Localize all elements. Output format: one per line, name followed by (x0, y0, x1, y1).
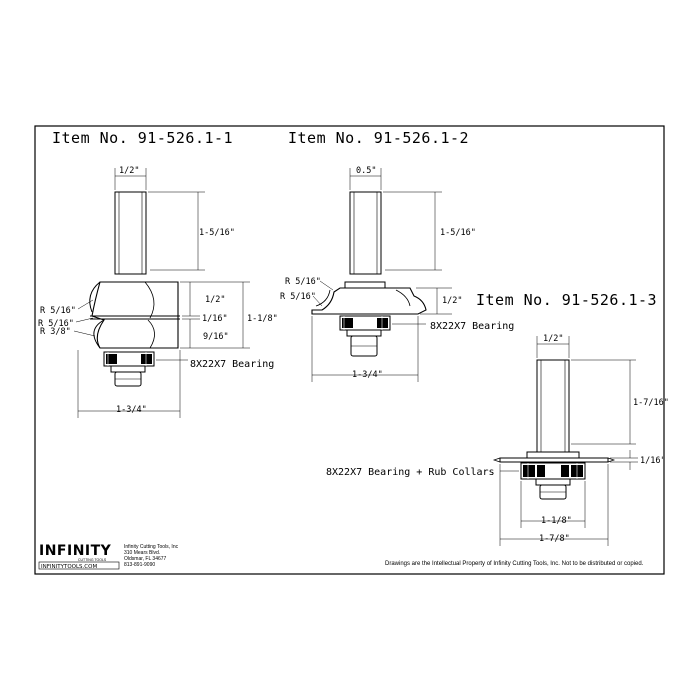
item-3-bearing-label: 8X22X7 Bearing + Rub Collars (326, 467, 495, 478)
item-2-title: Item No. 91-526.1-2 (288, 129, 469, 147)
item-3-shank-len: 1-7/16" (633, 398, 669, 408)
item-2-bearing-label: 8X22X7 Bearing (430, 321, 514, 332)
item-3-blade (499, 457, 609, 463)
logo-web: INFINITYTOOLS.COM (41, 564, 97, 570)
item-1-title: Item No. 91-526.1-1 (52, 129, 233, 147)
item-2-radius-top: R 5/16" (285, 277, 321, 287)
item-1-radius-mid: R 5/16" (38, 319, 74, 329)
item-1-shank-len: 1-5/16" (199, 228, 235, 238)
item-3-title: Item No. 91-526.1-3 (476, 291, 657, 309)
item-2-height: 1/2" (442, 296, 462, 306)
item-2-cutter-body (311, 287, 427, 315)
sheet-border (34, 125, 665, 575)
item-2-shank (349, 191, 382, 275)
logo-address-1: Infinity Cutting Tools, Inc (124, 544, 179, 550)
logo-address-3: Oldsmar, FL 34677 (124, 556, 167, 562)
item-3-shank-dia: 1/2" (543, 334, 563, 344)
item-2-shank-len: 1-5/16" (440, 228, 476, 238)
item-3-blade-thick: 1/16" (640, 456, 666, 466)
item-2-shank-dia: 0.5" (356, 166, 376, 176)
item-3-shank (536, 359, 570, 453)
item-3-outer-width: 1-7/8" (539, 534, 570, 544)
item-1-lower-h: 9/16" (203, 332, 229, 342)
item-1-shank (114, 191, 147, 275)
logo-address-2: 310 Mears Blvd. (124, 550, 160, 556)
item-1-radius-bot: R 3/8" (40, 327, 71, 337)
logo-brand: INFINITY (39, 543, 112, 559)
item-1-width: 1-3/4" (116, 405, 147, 415)
item-1-cutter-body (91, 281, 179, 349)
item-3-drawing: Item No. 91-526.1-3 1/2" 1-7/16" (326, 291, 669, 546)
logo-address-4: 813-891-9090 (124, 562, 155, 568)
item-3-inner-width: 1-1/8" (541, 516, 572, 526)
item-1-upper-h: 1/2" (205, 295, 225, 305)
item-1-drawing: Item No. 91-526.1-1 1/2" 1-5/16" (38, 129, 278, 418)
item-1-bearing-label: 8X22X7 Bearing (190, 359, 274, 370)
copyright-note: Drawings are the Intellectual Property o… (385, 561, 644, 567)
item-2-radius-bot: R 5/16" (280, 292, 316, 302)
item-1-radius-top: R 5/16" (40, 306, 76, 316)
item-1-gap-h: 1/16" (202, 314, 228, 324)
logo-sub: CUTTING TOOLS (78, 558, 107, 562)
item-1-total-h: 1-1/8" (247, 314, 278, 324)
infinity-logo: INFINITY CUTTING TOOLS INFINITYTOOLS.COM… (38, 543, 179, 570)
item-2-drawing: Item No. 91-526.1-2 0.5" 1-5/16" R 5/16"… (280, 129, 514, 382)
item-1-shank-dia: 1/2" (119, 166, 139, 176)
item-2-width: 1-3/4" (352, 370, 383, 380)
